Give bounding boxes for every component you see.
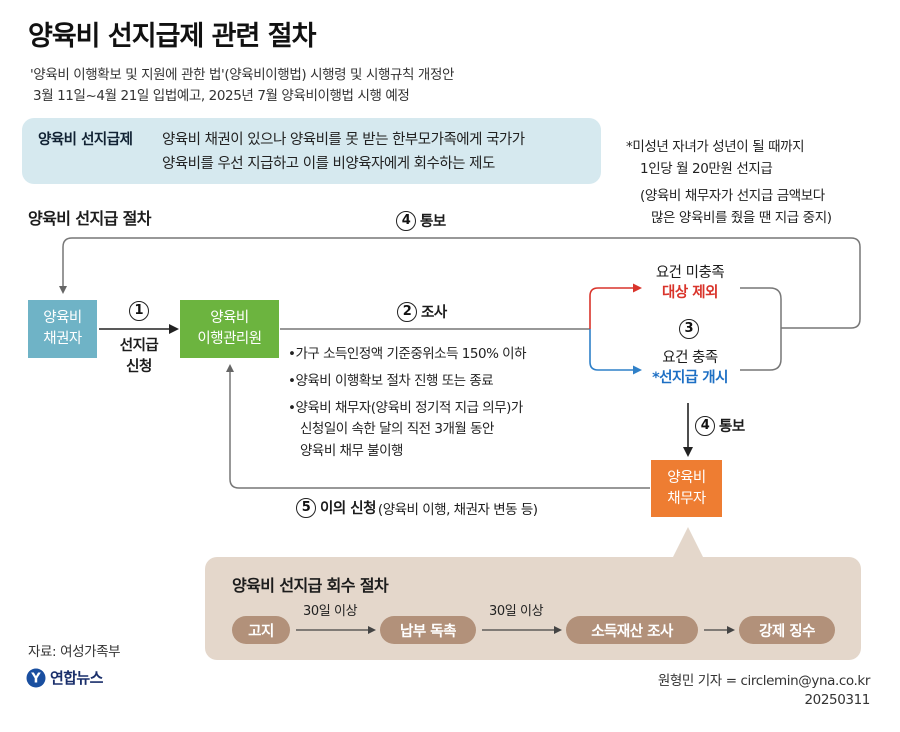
creditor-node: 양육비 채권자	[28, 300, 97, 358]
criteria-item-cont: 신청일이 속한 달의 직전 3개월 동안	[300, 421, 494, 437]
agency-label-1: 양육비	[210, 310, 249, 326]
step-number-badge: 4	[396, 210, 416, 231]
criteria-item-cont: 양육비 채무 불이행	[300, 443, 403, 459]
step-number-badge: 3	[679, 318, 699, 339]
step-label: 통보	[420, 214, 446, 230]
step-number-badge: 1	[129, 300, 149, 321]
page-title: 양육비 선지급제 관련 절차	[28, 21, 316, 52]
debtor-node: 양육비 채무자	[651, 460, 722, 517]
decision-bracket	[740, 287, 782, 371]
agency-label-2: 이행관리원	[197, 331, 262, 347]
criteria-item: •양육비 채무자(양육비 정기적 지급 의무)가	[288, 400, 523, 416]
source-note: 자료: 여성가족부	[28, 644, 121, 660]
recovery-step-reminder: 납부 독촉	[380, 616, 476, 644]
agency-node: 양육비 이행관리원	[180, 300, 279, 358]
step1-label-line-1: 선지급	[119, 338, 159, 354]
excluded-result: 대상 제외	[662, 285, 718, 301]
definition-box	[22, 118, 601, 184]
step-number-badge: 4	[695, 415, 715, 436]
credit: 원형민 기자 = circlemin@yna.co.kr 20250311	[657, 672, 871, 710]
step1-label: 선지급 신청	[108, 336, 170, 378]
recovery-title: 양육비 선지급 회수 절차	[232, 576, 389, 595]
met-branch-arrow	[589, 329, 642, 375]
step4-notify-top-label: 4 통보	[396, 210, 446, 231]
recovery-step-enforced-collection: 강제 징수	[739, 616, 835, 644]
duration-label: 30일 이상	[489, 604, 544, 619]
step-number-badge: 2	[397, 301, 417, 322]
step2-investigate-label: 2 조사	[397, 301, 447, 322]
debtor-label-1: 양육비	[667, 469, 706, 486]
criteria-item: •양육비 이행확보 절차 진행 또는 종료	[288, 373, 494, 389]
step1-badge-wrap: 1	[129, 300, 149, 321]
yonhap-logo: Y 연합뉴스	[26, 667, 103, 688]
step-label: 조사	[421, 305, 447, 321]
step5-detail: (양육비 이행, 채권자 변동 등)	[377, 501, 538, 518]
step3-badge-wrap: 3	[679, 318, 699, 339]
unmet-branch-arrow	[589, 283, 642, 329]
step4-notify-debtor-label: 4 통보	[695, 415, 745, 436]
step-label: 이의 신청	[320, 501, 376, 517]
subtitle-line-1: '양육비 이행확보 및 지원에 관한 법'(양육비이행법) 시행령 및 시행규칙…	[30, 67, 454, 83]
definition-line-2: 양육비를 우선 지급하고 이를 비양육자에게 회수하는 제도	[162, 156, 495, 172]
step-label: 통보	[719, 419, 745, 435]
credit-line-1: 원형민 기자 = circlemin@yna.co.kr	[657, 673, 871, 689]
creditor-label-1: 양육비	[43, 310, 82, 326]
note-line-1: *미성년 자녀가 성년이 될 때까지	[626, 139, 805, 155]
recovery-step-asset-investigation: 소득재산 조사	[566, 616, 698, 644]
step1-label-line-2: 신청	[126, 359, 152, 375]
logo-text: 연합뉴스	[50, 669, 103, 687]
debtor-label-2: 채무자	[667, 490, 706, 507]
recovery-pointer	[673, 527, 703, 557]
creditor-label-2: 채권자	[43, 331, 82, 347]
met-label: 요건 충족	[662, 350, 718, 366]
notify-loop-line	[59, 237, 861, 329]
note-line-3: (양육비 채무자가 선지급 금액보다	[640, 188, 825, 204]
criteria-item: •가구 소득인정액 기준중위소득 150% 이하	[288, 346, 527, 362]
step-number-badge: 5	[296, 497, 316, 518]
objection-loop-line	[226, 364, 650, 489]
subtitle-line-2: 3월 11일~4월 21일 입법예고, 2025년 7월 양육비이행법 시행 예…	[33, 88, 410, 104]
logo-symbol: Y	[30, 671, 41, 686]
unmet-label: 요건 미충족	[655, 265, 725, 281]
definition-term: 양육비 선지급제	[38, 132, 133, 148]
procedure-title: 양육비 선지급 절차	[28, 209, 152, 228]
recovery-step-notice: 고지	[232, 616, 290, 644]
yonhap-logo-icon: Y	[26, 668, 46, 687]
note-line-4: 많은 양육비를 줬을 땐 지급 중지)	[651, 210, 832, 226]
step5-objection-label: 5 이의 신청 (양육비 이행, 채권자 변동 등)	[296, 497, 538, 518]
credit-line-2: 20250311	[804, 692, 870, 708]
duration-label: 30일 이상	[303, 604, 358, 619]
start-result: *선지급 개시	[652, 370, 728, 386]
definition-line-1: 양육비 채권이 있으나 양육비를 못 받는 한부모가족에게 국가가	[162, 132, 525, 148]
note-line-2: 1인당 월 20만원 선지급	[640, 161, 773, 177]
